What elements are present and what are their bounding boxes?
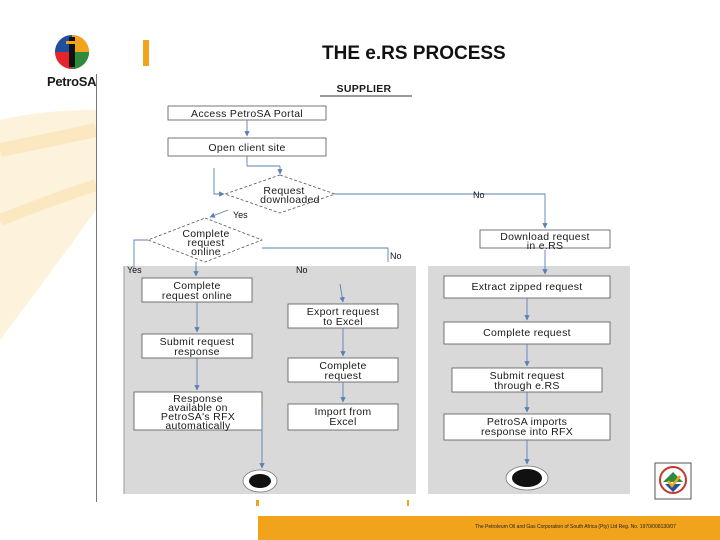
footer-bar: [258, 516, 720, 540]
title-accent-bar: [143, 40, 149, 66]
petrosa-logo-icon: [55, 35, 89, 69]
svg-text:to Excel: to Excel: [323, 316, 363, 328]
step-petrosa-imports: PetroSA imports response into RFX: [443, 413, 611, 441]
svg-text:request online: request online: [162, 290, 232, 302]
label-yes-top: Yes: [233, 210, 248, 220]
svg-text:Access PetroSA Portal: Access PetroSA Portal: [191, 108, 303, 120]
lane-title: SUPPLIER: [337, 83, 392, 95]
svg-text:online: online: [191, 246, 221, 258]
svg-text:PetroSA's RFX: PetroSA's RFX: [161, 411, 235, 423]
svg-text:response: response: [174, 346, 220, 358]
svg-text:Complete: Complete: [319, 360, 366, 372]
svg-text:Download request: Download request: [500, 231, 589, 243]
svg-text:Request: Request: [263, 185, 304, 197]
svg-text:request: request: [324, 370, 361, 382]
svg-text:PetroSA imports: PetroSA imports: [487, 416, 567, 428]
svg-text:Submit request: Submit request: [160, 336, 235, 348]
certification-seal-icon: [654, 462, 692, 500]
svg-text:through e.RS: through e.RS: [494, 380, 559, 392]
svg-text:Submit request: Submit request: [490, 370, 565, 382]
svg-text:Open client site: Open client site: [208, 142, 285, 154]
step-submit-ers: Submit request through e.RS: [451, 367, 603, 393]
svg-text:Extract zipped request: Extract zipped request: [471, 281, 582, 293]
step-complete-request-right: Complete request: [443, 321, 611, 345]
svg-text:in e.RS: in e.RS: [527, 240, 564, 252]
label-no-mid: No: [390, 251, 402, 261]
svg-text:Import from: Import from: [315, 406, 372, 418]
accent-tick: [407, 500, 409, 506]
footer-text: The Petroleum Oil and Gas Corporation of…: [475, 524, 676, 530]
svg-text:Response: Response: [173, 393, 223, 405]
step-open-client-site: Open client site: [167, 137, 327, 157]
decision-complete-online: Complete request online: [146, 217, 264, 263]
svg-text:available on: available on: [168, 402, 228, 414]
step-extract-zipped: Extract zipped request: [443, 275, 611, 299]
svg-text:request: request: [187, 237, 224, 249]
svg-text:Excel: Excel: [329, 416, 356, 428]
step-complete-request-mid: Complete request: [287, 357, 399, 383]
svg-text:automatically: automatically: [165, 420, 231, 432]
step-submit-response: Submit request response: [141, 333, 253, 359]
step-export-excel: Export request to Excel: [287, 303, 399, 329]
step-import-excel: Import from Excel: [287, 403, 399, 431]
svg-text:Complete: Complete: [173, 280, 220, 292]
decision-request-downloaded: Request downloaded: [223, 174, 337, 214]
step-response-available: Response available on PetroSA's RFX auto…: [133, 391, 263, 432]
label-yes-left: Yes: [127, 265, 142, 275]
page-title: THE e.RS PROCESS: [322, 43, 506, 64]
svg-text:downloaded: downloaded: [260, 194, 320, 206]
svg-text:Export request: Export request: [307, 306, 380, 318]
process-flow-diagram: SUPPLIER Access PetroSA Portal Open clie…: [97, 76, 637, 500]
frame-line: [96, 74, 97, 502]
end-node-left: [242, 469, 278, 493]
svg-text:response into RFX: response into RFX: [481, 426, 573, 438]
logo-text: PetroSA: [47, 74, 97, 89]
step-access-portal: Access PetroSA Portal: [167, 105, 327, 121]
end-node-right: [505, 465, 549, 491]
step-complete-online: Complete request online: [141, 277, 253, 303]
svg-text:Complete request: Complete request: [483, 327, 571, 339]
label-no-top: No: [473, 190, 485, 200]
label-no-left: No: [296, 265, 308, 275]
step-download-request: Download request in e.RS: [479, 229, 611, 252]
svg-text:Complete: Complete: [182, 228, 229, 240]
accent-tick: [256, 500, 259, 506]
flow-connectors: [133, 120, 548, 469]
